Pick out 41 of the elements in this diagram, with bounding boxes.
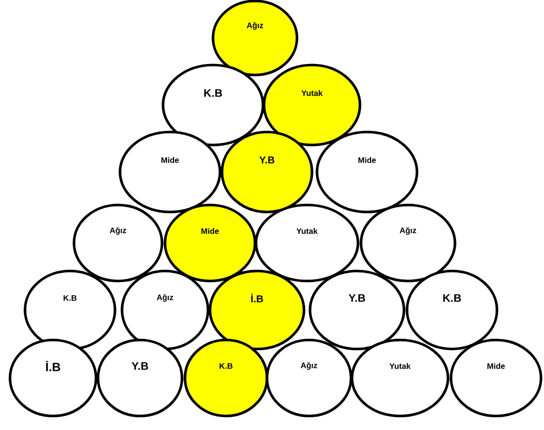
ellipse xyxy=(184,338,268,418)
ellipse xyxy=(164,204,256,282)
ellipse xyxy=(118,130,222,214)
ellipse xyxy=(8,338,98,418)
ellipse xyxy=(24,270,116,350)
ellipse xyxy=(308,270,406,350)
ellipse xyxy=(72,204,164,282)
label: Yutak xyxy=(296,228,318,234)
label: Mide xyxy=(161,157,179,163)
ellipse xyxy=(120,270,210,350)
ellipse xyxy=(350,338,450,418)
label: Y.B xyxy=(259,156,274,164)
label: Ağız xyxy=(400,227,416,235)
label: Ağız xyxy=(246,22,264,30)
label: Ağız xyxy=(110,227,126,235)
ellipse xyxy=(162,64,264,146)
ellipse xyxy=(450,338,542,418)
label: K.B xyxy=(204,89,222,97)
ellipse xyxy=(96,338,184,418)
label: Y.B xyxy=(132,362,148,370)
label: Ağız xyxy=(300,362,318,370)
label: İ.B xyxy=(46,360,60,372)
label: Mide xyxy=(487,363,505,369)
ellipse xyxy=(406,270,498,350)
label: K.B xyxy=(64,295,77,301)
label: Ağız xyxy=(156,294,174,302)
label: Y.B xyxy=(348,294,366,302)
label: Mide xyxy=(358,157,376,163)
ellipse xyxy=(208,270,306,350)
label: Yutak xyxy=(301,90,323,96)
ellipse xyxy=(360,204,456,282)
ellipse xyxy=(316,130,418,214)
ellipse xyxy=(262,64,362,146)
label: İ.B xyxy=(251,294,263,302)
label: Mide xyxy=(201,228,219,234)
label: K.B xyxy=(220,363,233,369)
ellipse xyxy=(254,204,360,282)
ellipse xyxy=(266,338,352,418)
ellipse xyxy=(220,130,314,214)
label: K.B xyxy=(443,294,461,302)
label: Yutak xyxy=(389,363,411,369)
